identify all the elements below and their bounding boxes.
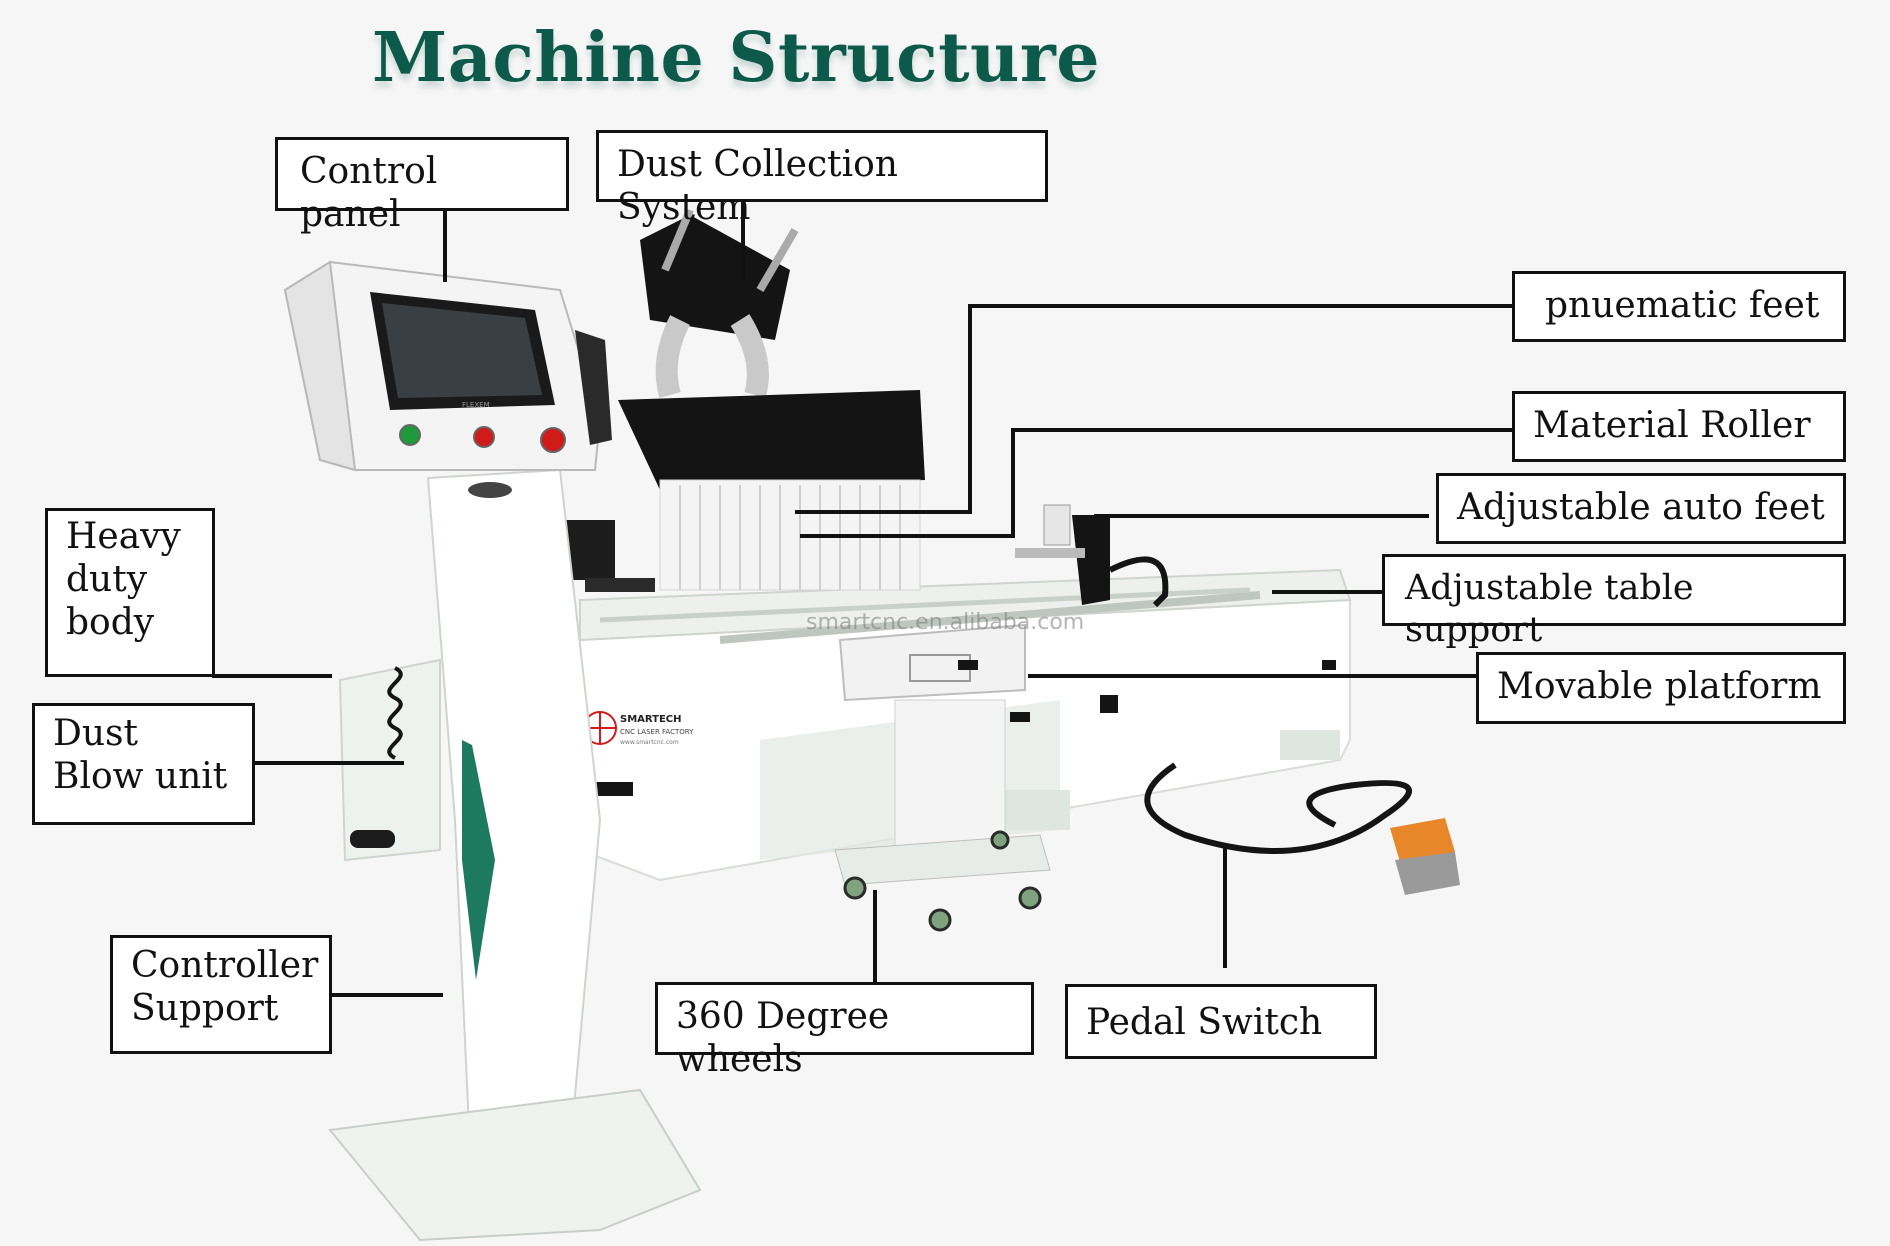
rail-back <box>599 587 1251 623</box>
connector-wheels <box>873 890 877 982</box>
connector-material-roller <box>1011 428 1515 432</box>
label-control-panel: Control panel <box>275 137 569 235</box>
connector-movable-platform <box>1028 674 1478 678</box>
label-adjustable-auto-feet: Adjustable auto feet <box>1436 473 1846 544</box>
rail-front <box>719 591 1261 644</box>
connector-controller-support <box>331 993 443 997</box>
control-panel-unit: FLEXEM <box>283 260 612 472</box>
connector-dust-collection <box>741 200 745 280</box>
label-material-roller: Material Roller <box>1512 391 1846 462</box>
svg-text:FLEXEM: FLEXEM <box>462 401 490 409</box>
label-movable-platform: Movable platform <box>1476 652 1846 724</box>
watermark: smartcnc.en.alibaba.com <box>806 610 1085 635</box>
label-adjustable-table-support: Adjustable table support <box>1382 554 1846 650</box>
connector-control-panel <box>443 208 447 282</box>
label-360-degree-wheels: 360 Degree wheels <box>655 982 1034 1080</box>
dust-blow-unit <box>338 658 441 862</box>
label-controller-support: Controller Support <box>110 935 332 1054</box>
leg-right <box>1280 730 1340 760</box>
connector-heavy-duty-body <box>212 674 332 678</box>
svg-text:SMARTECH: SMARTECH <box>620 714 682 725</box>
label-heavy-duty-body: Heavy duty body <box>45 508 215 677</box>
svg-text:www.smartcnc.com: www.smartcnc.com <box>620 739 679 746</box>
label-dust-collection-system: Dust Collection System <box>596 130 1048 228</box>
connector-pneumatic-feet <box>968 304 1515 308</box>
label-dust-blow-unit: Dust Blow unit <box>32 703 255 825</box>
connector-pedal-switch <box>1223 848 1227 968</box>
controller-support-column <box>328 468 702 1242</box>
wheels <box>843 830 1042 932</box>
connector-auto-feet <box>1094 514 1429 518</box>
smartech-logo: SMARTECH CNC LASER FACTORY www.smartcnc.… <box>583 711 694 746</box>
pedal-switch <box>1144 762 1460 895</box>
spindle-box <box>618 390 925 490</box>
dust-collection-head <box>555 208 925 592</box>
label-pedal-switch: Pedal Switch <box>1065 984 1377 1059</box>
label-pneumatic-feet: pnuematic feet <box>1512 271 1846 342</box>
auto-feet-assembly <box>1015 504 1169 608</box>
svg-text:CNC LASER FACTORY: CNC LASER FACTORY <box>620 728 694 736</box>
movable-platform <box>834 623 1051 886</box>
connector-table-support <box>1272 590 1384 594</box>
connector-dust-blow <box>254 761 404 765</box>
page-title: Machine Structure <box>372 18 1101 98</box>
leg-center <box>1000 790 1070 830</box>
